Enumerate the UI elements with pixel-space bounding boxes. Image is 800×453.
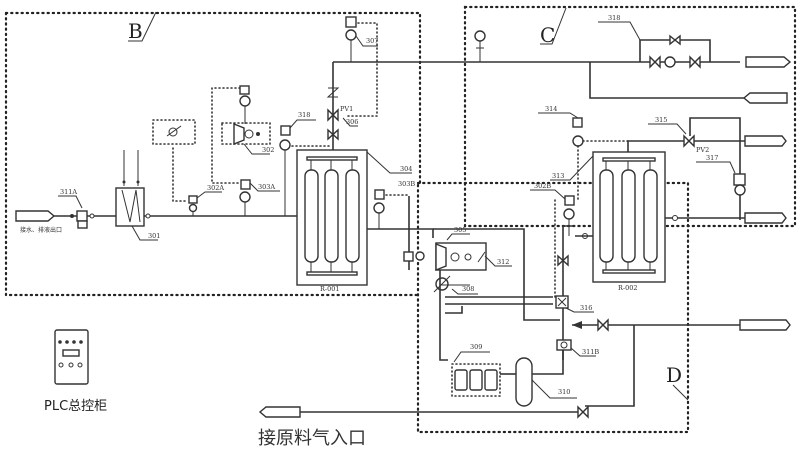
label-pv1: PV1 bbox=[340, 105, 353, 113]
instrument-302a bbox=[188, 195, 198, 216]
outlet-connector-c1 bbox=[745, 56, 792, 68]
instrument-compressor-inlet bbox=[403, 251, 425, 262]
trap-311b bbox=[556, 339, 572, 351]
zone-b-text: B bbox=[128, 19, 143, 43]
outlet-connector-c3 bbox=[744, 135, 787, 147]
instrument-307 bbox=[345, 16, 357, 62]
zone-c-text: C bbox=[540, 23, 555, 47]
zone-label-b: B bbox=[128, 11, 157, 43]
check-valve bbox=[326, 87, 340, 98]
bypass-manifold-318 bbox=[639, 34, 711, 69]
instrument-317 bbox=[733, 173, 746, 196]
instrument-302b bbox=[563, 195, 575, 236]
instrument-303a bbox=[239, 179, 251, 216]
raw-gas-valve bbox=[577, 405, 589, 419]
label-316: 316 bbox=[580, 304, 592, 312]
buffer-tank-310 bbox=[515, 357, 533, 407]
heat-exchanger-301 bbox=[115, 150, 145, 227]
zone-b-boundary bbox=[4, 11, 422, 297]
zone-d-text: D bbox=[666, 363, 682, 387]
ejector-316 bbox=[555, 295, 569, 309]
label-pv2: PV2 bbox=[696, 146, 709, 154]
flow-arrow-icon bbox=[572, 321, 582, 329]
label-302: 302 bbox=[262, 146, 274, 154]
label-304: 304 bbox=[400, 165, 412, 173]
raw-gas-inlet-connector bbox=[258, 406, 301, 418]
adsorber-r002 bbox=[592, 151, 666, 283]
water-outlet-connector bbox=[15, 210, 56, 222]
plc-cabinet-icon bbox=[54, 329, 89, 385]
label-315: 315 bbox=[655, 116, 667, 124]
flow-sensor-box bbox=[152, 119, 196, 145]
label-314: 314 bbox=[545, 105, 557, 113]
label-311b: 311B bbox=[582, 348, 599, 356]
label-308: 308 bbox=[462, 285, 474, 293]
label-309: 309 bbox=[470, 343, 482, 351]
zone-d-boundary bbox=[416, 181, 690, 434]
isolation-valve bbox=[327, 128, 339, 141]
water-outlet-label: 接水、排液出口 bbox=[20, 226, 62, 234]
instrument-303b bbox=[373, 189, 385, 229]
filter-bank-309 bbox=[451, 363, 501, 397]
label-311a: 311A bbox=[60, 188, 77, 196]
label-302b: 302B bbox=[534, 182, 551, 190]
pressure-valve-pv2: PV2 bbox=[683, 134, 709, 154]
valve-d-vertical bbox=[557, 254, 569, 267]
plc-label: PLC总控柜 bbox=[44, 399, 107, 414]
raw-gas-inlet-label: 接原料气入口 bbox=[258, 428, 366, 449]
label-318a: 318 bbox=[298, 111, 310, 119]
inlet-valve-d bbox=[597, 318, 609, 332]
zone-label-d: D bbox=[666, 363, 689, 401]
label-313: 313 bbox=[552, 172, 564, 180]
trap-311a bbox=[70, 210, 95, 229]
label-303b: 303B bbox=[398, 180, 415, 188]
compressor-302 bbox=[221, 85, 271, 146]
pressure-valve-pv1: PV1 bbox=[327, 105, 353, 122]
label-302a: 302A bbox=[207, 184, 224, 192]
label-310: 310 bbox=[558, 388, 570, 396]
instrument-314 bbox=[572, 117, 584, 147]
inlet-connector-d bbox=[739, 319, 791, 331]
zone-label-c: C bbox=[540, 7, 567, 47]
outlet-connector-c2 bbox=[742, 92, 788, 104]
adsorber-r001 bbox=[296, 149, 368, 286]
compressor-305 bbox=[435, 242, 487, 272]
label-305: 305 bbox=[454, 226, 466, 234]
label-307: 307 bbox=[366, 37, 378, 45]
label-r001: R-001 bbox=[320, 285, 340, 293]
label-318b: 318 bbox=[608, 14, 620, 22]
instrument-318a bbox=[279, 125, 291, 216]
label-303a: 303A bbox=[258, 183, 275, 191]
pressure-gauge-c bbox=[474, 30, 486, 62]
label-301: 301 bbox=[148, 232, 160, 240]
label-317: 317 bbox=[706, 154, 718, 162]
cooler-308 bbox=[433, 275, 451, 293]
outlet-connector-c4 bbox=[744, 212, 787, 224]
label-306: 306 bbox=[346, 118, 358, 126]
label-r002: R-002 bbox=[618, 284, 638, 292]
label-312: 312 bbox=[497, 258, 509, 266]
zone-c-boundary bbox=[463, 5, 797, 228]
